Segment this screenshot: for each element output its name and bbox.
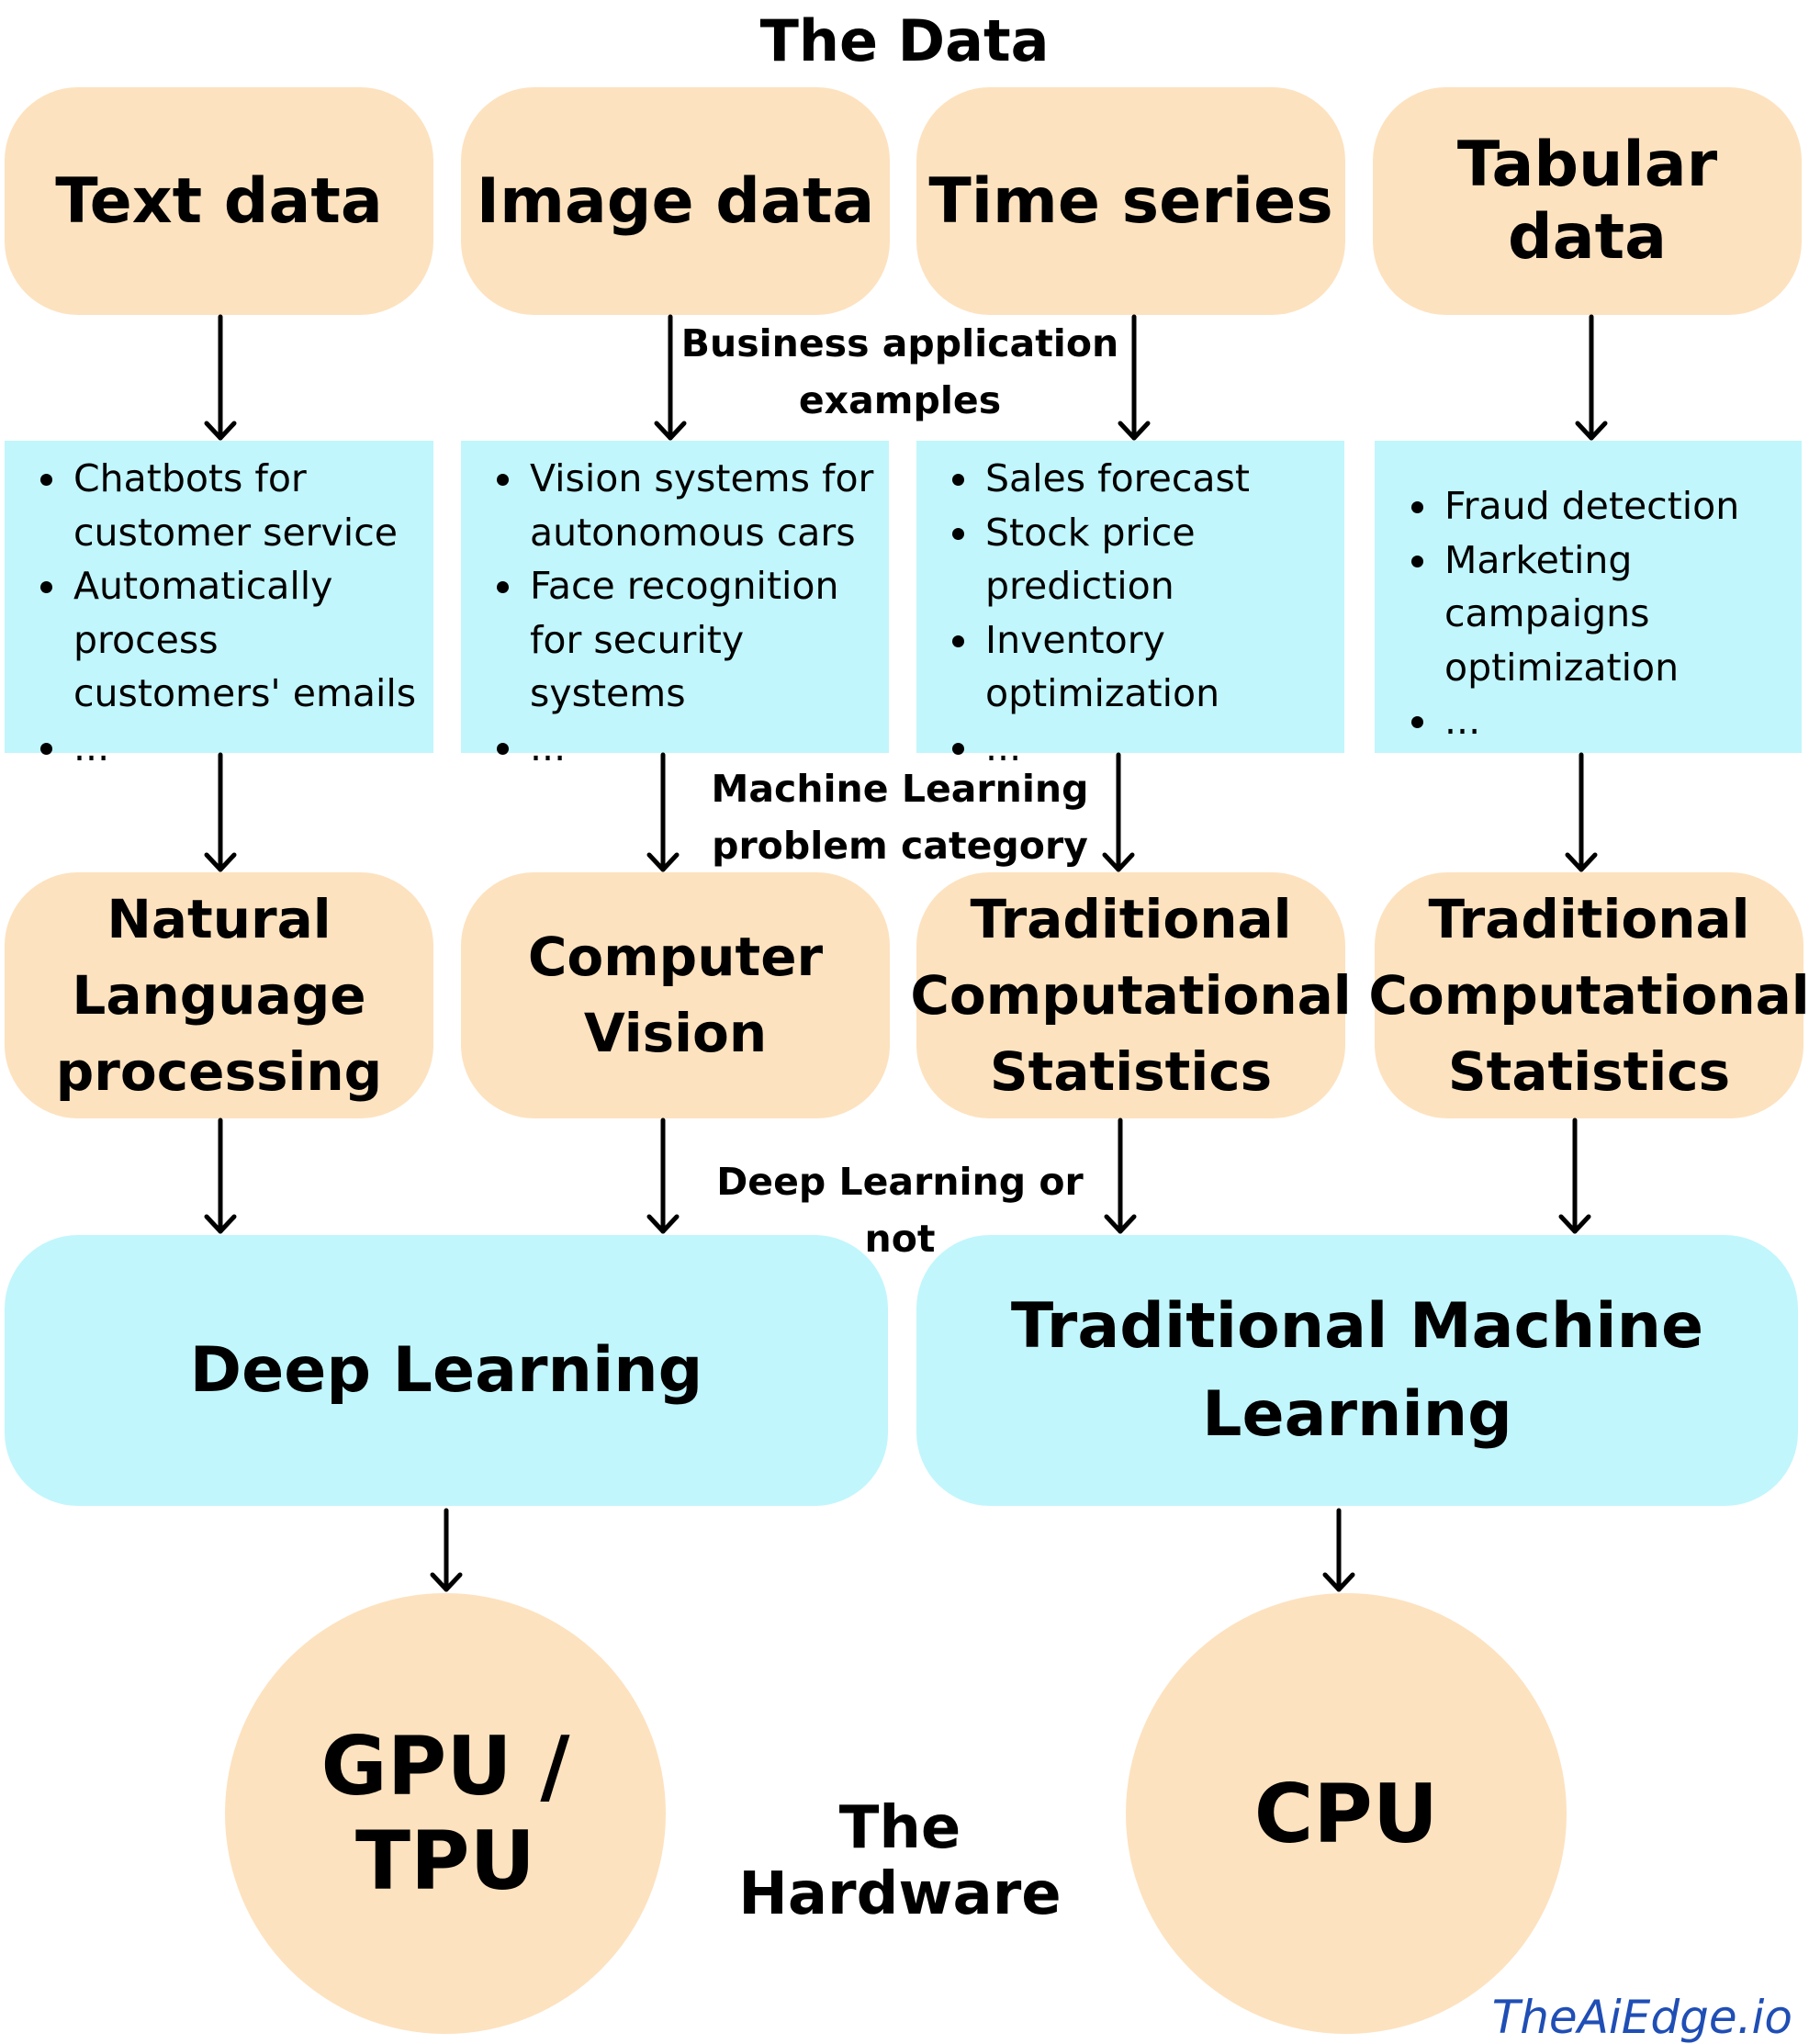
application-item: ...	[1411, 694, 1802, 748]
category-nlp: Natural Language processing	[5, 872, 433, 1118]
data-type-label: Time series	[928, 164, 1333, 238]
data-type-image: Image data	[461, 87, 890, 315]
arrow-down	[204, 1117, 237, 1234]
applications-text: Chatbots for customer service Automatica…	[5, 441, 433, 769]
arrow-down	[1558, 1117, 1591, 1234]
label-line: examples	[798, 378, 1002, 422]
approach-traditional-ml: Traditional Machine Learning	[916, 1235, 1798, 1506]
data-type-tabular: Tabular data	[1373, 87, 1802, 315]
arrow-down	[204, 752, 237, 872]
category-line: Traditional	[970, 887, 1292, 950]
data-type-label: Image data	[476, 164, 875, 238]
category-line: Computer	[527, 926, 824, 988]
applications-tabular: Fraud detection Marketing campaigns opti…	[1375, 441, 1802, 753]
arrow-down	[204, 314, 237, 441]
application-item: ...	[952, 721, 1344, 775]
deep-learning-or-not-label: Deep Learning or not	[716, 1160, 1084, 1261]
approach-deep-learning: Deep Learning	[5, 1235, 888, 1506]
application-item: Stock price prediction	[952, 506, 1344, 613]
arrow-down	[1102, 752, 1135, 872]
hardware-label: GPU / TPU	[320, 1719, 570, 1908]
applications-time-series: Sales forecast Stock price prediction In…	[916, 441, 1344, 769]
diagram-title: The Data	[759, 7, 1050, 74]
category-line: Vision	[583, 1002, 768, 1064]
application-item: ...	[497, 721, 889, 775]
application-item: Face recognition for security systems	[497, 559, 889, 721]
approach-line: Deep Learning	[189, 1333, 703, 1407]
application-item: Vision systems for autonomous cars	[497, 452, 889, 559]
arrow-down	[646, 1117, 680, 1234]
category-computer-vision: Computer Vision	[461, 872, 890, 1118]
application-item: Fraud detection	[1411, 479, 1802, 533]
application-item: Chatbots for customer service	[40, 452, 433, 559]
arrow-down	[1322, 1508, 1355, 1592]
data-type-label: Tabular data	[1456, 129, 1718, 274]
application-item: Marketing campaigns optimization	[1411, 533, 1802, 695]
application-item: Inventory optimization	[952, 613, 1344, 721]
category-line: Traditional	[1428, 887, 1750, 950]
arrow-down	[654, 314, 687, 441]
hardware-gpu-tpu: GPU / TPU	[225, 1593, 666, 2034]
arrow-down	[1118, 314, 1151, 441]
data-type-time-series: Time series	[916, 87, 1345, 315]
hardware-cpu: CPU	[1126, 1593, 1567, 2034]
applications-image: Vision systems for autonomous cars Face …	[461, 441, 889, 769]
label-line: Machine Learning	[711, 767, 1089, 811]
arrow-down	[646, 752, 680, 872]
label-line: Business application	[680, 321, 1119, 365]
ml-category-label: Machine Learning problem category	[680, 760, 1120, 874]
business-application-label: Business application examples	[680, 315, 1120, 429]
category-line: processing	[55, 1039, 383, 1103]
hardware-section-label: The Hardware	[738, 1794, 1062, 1928]
category-line: Natural	[107, 887, 331, 950]
application-item: Automatically process customers' emails	[40, 559, 433, 721]
category-line: Statistics	[1447, 1039, 1731, 1103]
arrow-down	[1565, 752, 1598, 872]
category-line: Language	[72, 963, 366, 1027]
category-traditional-stats-1: Traditional Computational Statistics	[910, 872, 1352, 1118]
approach-line: Traditional Machine	[1010, 1289, 1704, 1363]
data-type-text: Text data	[5, 87, 433, 315]
arrow-down	[1104, 1117, 1137, 1234]
category-line: Computational	[1368, 963, 1809, 1027]
category-traditional-stats-2: Traditional Computational Statistics	[1368, 872, 1809, 1118]
category-line: Computational	[910, 963, 1352, 1027]
hardware-label: CPU	[1253, 1766, 1439, 1861]
approach-line: Learning	[1202, 1377, 1512, 1451]
application-item: Sales forecast	[952, 452, 1344, 506]
application-item: ...	[40, 721, 433, 775]
label-line: problem category	[712, 824, 1088, 868]
arrow-down	[1575, 314, 1608, 441]
category-line: Statistics	[989, 1039, 1273, 1103]
data-type-label: Text data	[55, 164, 383, 238]
arrow-down	[430, 1508, 463, 1592]
